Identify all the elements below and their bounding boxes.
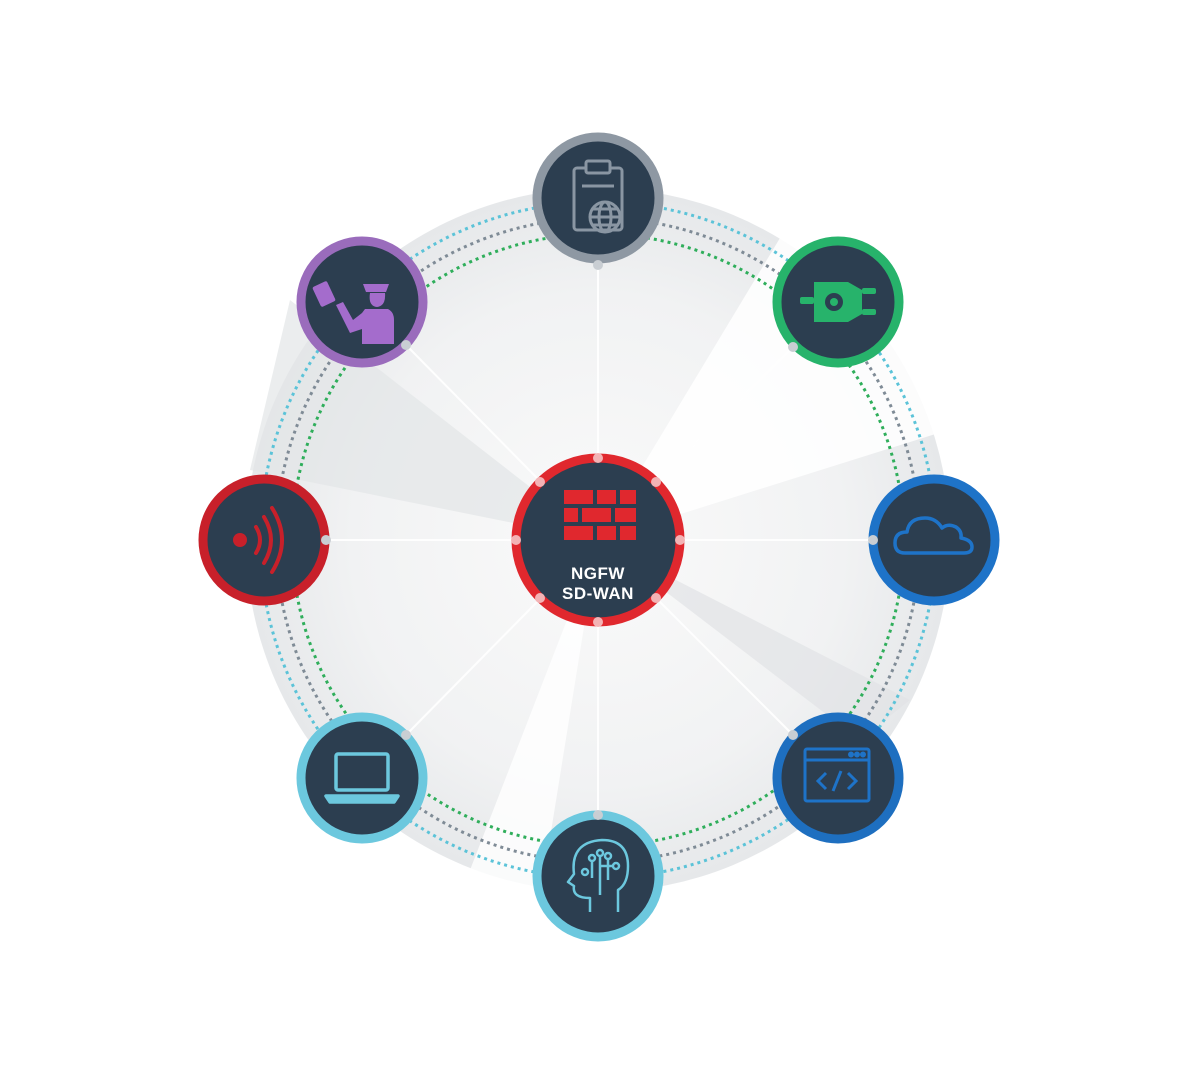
node-integration[interactable] [772, 236, 904, 368]
firewall-brick-icon [564, 490, 636, 540]
plug-gear-icon [800, 282, 876, 322]
node-ai[interactable] [532, 810, 664, 942]
hub-ngfw-sdwan[interactable]: NGFW SD-WAN [511, 453, 685, 627]
clipboard-globe-icon [572, 159, 624, 234]
code-window-icon [803, 747, 871, 803]
node-cloud[interactable] [868, 474, 1000, 606]
connector-dot [868, 535, 878, 545]
hub-connector-dots [511, 453, 685, 627]
connector-dot [401, 730, 411, 740]
node-compliance[interactable] [532, 132, 664, 270]
connector-dot [593, 810, 603, 820]
laptop-icon [324, 752, 400, 804]
hub-label-line1: NGFW [571, 564, 625, 583]
brain-circuit-icon [566, 838, 630, 912]
node-iot[interactable] [198, 474, 331, 606]
node-user-identity[interactable] [296, 236, 428, 368]
wireless-signal-icon [233, 506, 284, 574]
connector-dot [788, 730, 798, 740]
node-endpoint[interactable] [296, 712, 428, 844]
node-application[interactable] [772, 712, 904, 844]
connector-dot [321, 535, 331, 545]
connector-dot [788, 342, 798, 352]
connector-dot [593, 260, 603, 270]
user-badge-icon [312, 281, 394, 344]
hub-label-line2: SD-WAN [562, 584, 634, 603]
cloud-icon [893, 516, 974, 555]
connector-dot [401, 340, 411, 350]
